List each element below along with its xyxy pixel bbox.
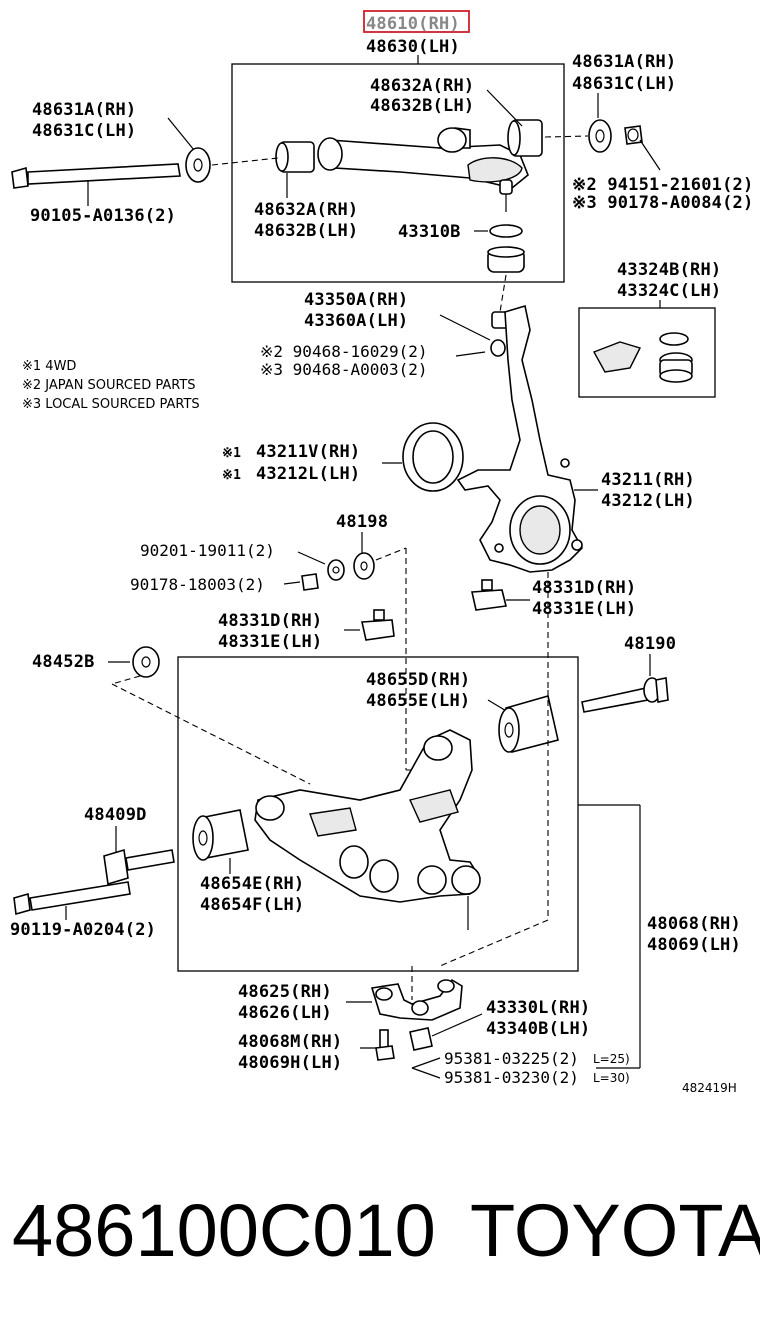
- label-43340b[interactable]: 43340B(LH): [486, 1019, 590, 1039]
- label-48069[interactable]: 48069(LH): [647, 935, 741, 955]
- label-48331e-r[interactable]: 48331E(LH): [532, 599, 636, 619]
- upper-arm-assembly-box: [231, 63, 565, 283]
- label-48632b-mid[interactable]: 48632B(LH): [254, 221, 358, 241]
- label-43324b[interactable]: 43324B(RH): [617, 260, 721, 280]
- lower-arm-part: [254, 729, 481, 930]
- label-43212l[interactable]: 43212L(LH): [256, 464, 360, 484]
- cam-plate-part: [132, 646, 160, 678]
- label-cotter-1-len: L=25): [593, 1052, 630, 1066]
- label-43211[interactable]: 43211(RH): [601, 470, 695, 490]
- bush-48655-part: [498, 694, 559, 754]
- label-48630: 48630(LH): [366, 37, 460, 57]
- label-94151[interactable]: ※2 94151-21601(2): [572, 175, 753, 195]
- label-90178-18003[interactable]: 90178-18003(2): [130, 575, 265, 594]
- label-48190[interactable]: 48190: [624, 634, 676, 654]
- label-48409d[interactable]: 48409D: [84, 805, 147, 825]
- lower-ball-joint-part: [409, 1027, 433, 1051]
- bumper-knuckle-part: [471, 579, 507, 611]
- label-48631a-right[interactable]: 48631A(RH): [572, 52, 676, 72]
- label-48068m[interactable]: 48068M(RH): [238, 1032, 342, 1052]
- label-43360a[interactable]: 43360A(LH): [304, 311, 408, 331]
- legend-item-japan: ※2 JAPAN SOURCED PARTS: [22, 378, 196, 393]
- label-48069h[interactable]: 48069H(LH): [238, 1053, 342, 1073]
- label-43324c[interactable]: 43324C(LH): [617, 281, 721, 301]
- label-90468-a0003[interactable]: ※3 90468-A0003(2): [260, 360, 428, 379]
- footer-part-number: 486100C010: [12, 1189, 436, 1272]
- label-90119[interactable]: 90119-A0204(2): [10, 920, 156, 940]
- right-nut-part: [624, 125, 643, 145]
- left-washer-part: [185, 147, 211, 183]
- label-48632a-mid[interactable]: 48632A(RH): [254, 200, 358, 220]
- label-48655e[interactable]: 48655E(LH): [366, 691, 470, 711]
- label-43211v[interactable]: 43211V(RH): [256, 442, 360, 462]
- label-48631a-left[interactable]: 48631A(RH): [32, 100, 136, 120]
- label-90178-a0084[interactable]: ※3 90178-A0084(2): [572, 193, 753, 213]
- label-48654f[interactable]: 48654F(LH): [200, 895, 304, 915]
- legend: ※1 4WD ※2 JAPAN SOURCED PARTS ※3 LOCAL S…: [22, 359, 200, 412]
- top-long-bolt-part: [11, 163, 181, 189]
- diagram-code: 482419H: [682, 1081, 737, 1095]
- steering-knuckle-part: [456, 304, 583, 573]
- upper-boot: [487, 246, 525, 273]
- label-43212[interactable]: 43212(LH): [601, 491, 695, 511]
- label-mark-1a: ※1: [222, 446, 241, 461]
- label-95381-03230[interactable]: 95381-03230(2): [444, 1068, 579, 1087]
- boot-kit-parts: [593, 332, 693, 383]
- label-48331d-r[interactable]: 48331D(RH): [532, 578, 636, 598]
- cam-bolt-48190-part: [581, 677, 669, 713]
- upper-arm-part: [275, 119, 543, 212]
- highlight-box[interactable]: [363, 10, 470, 33]
- cam-48409d-part: [103, 848, 175, 886]
- label-48631c-left[interactable]: 48631C(LH): [32, 121, 136, 141]
- lower-arm-assembly-box: [177, 656, 579, 972]
- dust-cover-part: [402, 422, 464, 492]
- label-90201[interactable]: 90201-19011(2): [140, 541, 275, 560]
- label-48625[interactable]: 48625(RH): [238, 982, 332, 1002]
- right-washer-part: [588, 119, 612, 153]
- label-48331d-l[interactable]: 48331D(RH): [218, 611, 322, 631]
- label-90468-16029[interactable]: ※2 90468-16029(2): [260, 342, 428, 361]
- label-43330l[interactable]: 43330L(RH): [486, 998, 590, 1018]
- label-48626[interactable]: 48626(LH): [238, 1003, 332, 1023]
- legend-item-4wd: ※1 4WD: [22, 359, 76, 374]
- label-48655d[interactable]: 48655D(RH): [366, 670, 470, 690]
- label-cotter-2-len: L=30): [593, 1071, 630, 1085]
- label-48198[interactable]: 48198: [336, 512, 388, 532]
- label-90105[interactable]: 90105-A0136(2): [30, 206, 176, 226]
- label-48068[interactable]: 48068(RH): [647, 914, 741, 934]
- label-48654e[interactable]: 48654E(RH): [200, 874, 304, 894]
- label-48631c-right[interactable]: 48631C(LH): [572, 74, 676, 94]
- bush-48654-part: [192, 809, 249, 861]
- label-48610[interactable]: 48610(RH): [366, 14, 460, 34]
- label-43350a[interactable]: 43350A(RH): [304, 290, 408, 310]
- label-mark-1b: ※1: [222, 468, 241, 483]
- footer-brand: TOYOTA: [470, 1189, 760, 1272]
- label-48632b-top[interactable]: 48632B(LH): [370, 96, 474, 116]
- nut-90178-part: [301, 573, 319, 591]
- label-48452b[interactable]: 48452B: [32, 652, 95, 672]
- label-48331e-l[interactable]: 48331E(LH): [218, 632, 322, 652]
- legend-item-local: ※3 LOCAL SOURCED PARTS: [22, 397, 200, 412]
- bottom-long-bolt-part: [13, 881, 131, 916]
- label-48632a-top[interactable]: 48632A(RH): [370, 76, 474, 96]
- label-43310b[interactable]: 43310B: [398, 222, 461, 242]
- bracket-48625-part: [370, 978, 463, 1021]
- boot-kit-box: [578, 307, 716, 398]
- bolt-48068m-part: [375, 1029, 395, 1061]
- label-95381-03225[interactable]: 95381-03225(2): [444, 1049, 579, 1068]
- bumper-upper-part: [361, 609, 395, 641]
- stopper-48198-part: [353, 552, 375, 580]
- upper-seal-ring: [489, 224, 523, 238]
- washer-90201-part: [327, 559, 345, 581]
